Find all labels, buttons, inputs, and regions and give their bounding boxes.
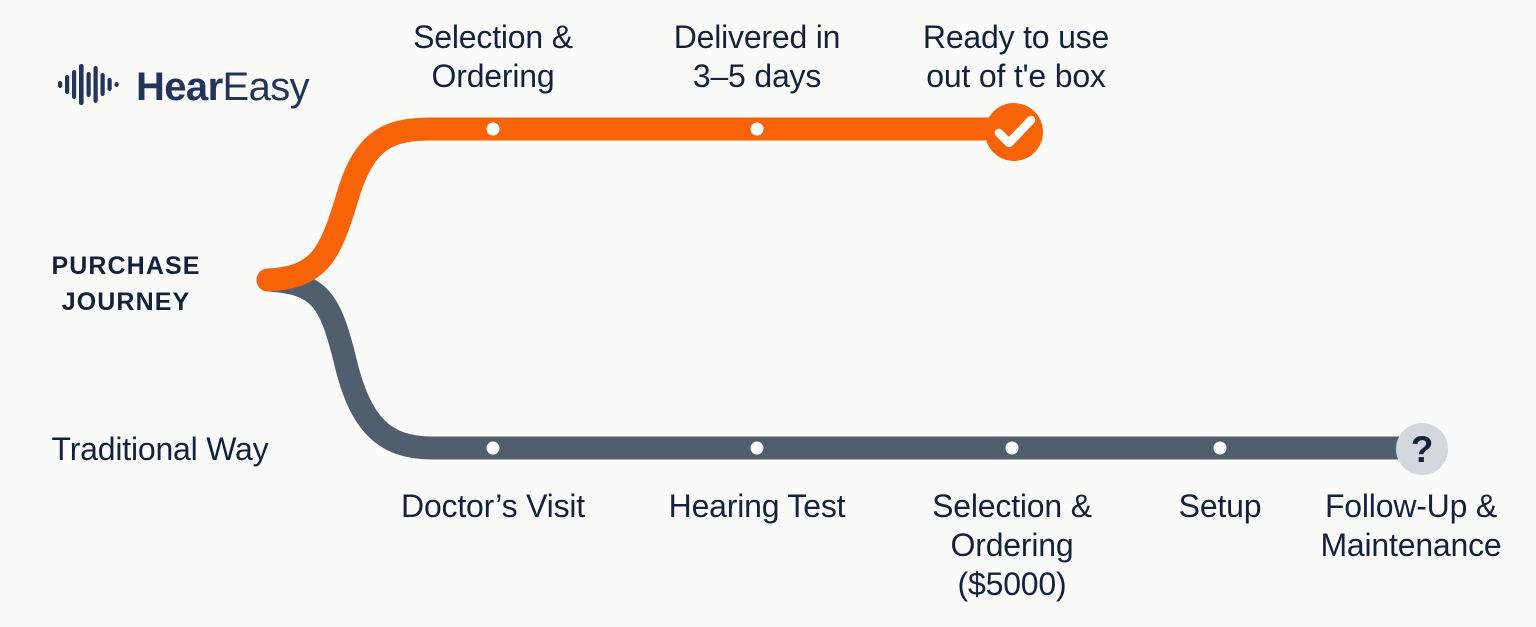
- audio-waveform-icon: [58, 62, 122, 111]
- traditional-way-label: Traditional Way: [51, 431, 269, 467]
- purchase-journey-line1: PURCHASE: [51, 252, 201, 280]
- traditional-step-label-1: Hearing Test: [668, 488, 846, 524]
- logo-wordmark-bold: Hear: [136, 64, 223, 109]
- milestone-dot: [750, 122, 764, 136]
- logo-wordmark: HearEasy: [136, 64, 310, 109]
- logo-wordmark-light: Easy: [222, 64, 310, 109]
- traditional-step-label-2: Selection & Ordering ($5000): [932, 488, 1092, 603]
- heareasy-path-line: [256, 117, 1025, 292]
- milestone-dot: [750, 441, 764, 455]
- heareasy-step-label-2: Ready to use out of t'e box: [922, 19, 1110, 95]
- question-badge-glyph: ?: [1411, 429, 1434, 470]
- traditional-step-label-0: Doctor’s Visit: [401, 488, 585, 524]
- milestone-dot: [486, 122, 500, 136]
- heareasy-step-label-0: Selection & Ordering: [413, 19, 573, 95]
- milestone-dot: [1213, 441, 1227, 455]
- traditional-step-label-3: Setup: [1178, 488, 1262, 524]
- question-badge-icon: ?: [1396, 423, 1448, 475]
- milestone-dot: [486, 441, 500, 455]
- purchase-journey-label: PURCHASE JOURNEY: [0, 248, 252, 321]
- traditional-path-line: [256, 268, 1424, 460]
- check-circle-icon: [985, 103, 1043, 161]
- heareasy-logo: HearEasy: [58, 62, 310, 111]
- traditional-step-label-4: Follow-Up & Maintenance: [1320, 488, 1502, 564]
- heareasy-step-label-1: Delivered in 3–5 days: [673, 19, 841, 95]
- milestone-dot: [1005, 441, 1019, 455]
- purchase-journey-line2: JOURNEY: [61, 288, 191, 317]
